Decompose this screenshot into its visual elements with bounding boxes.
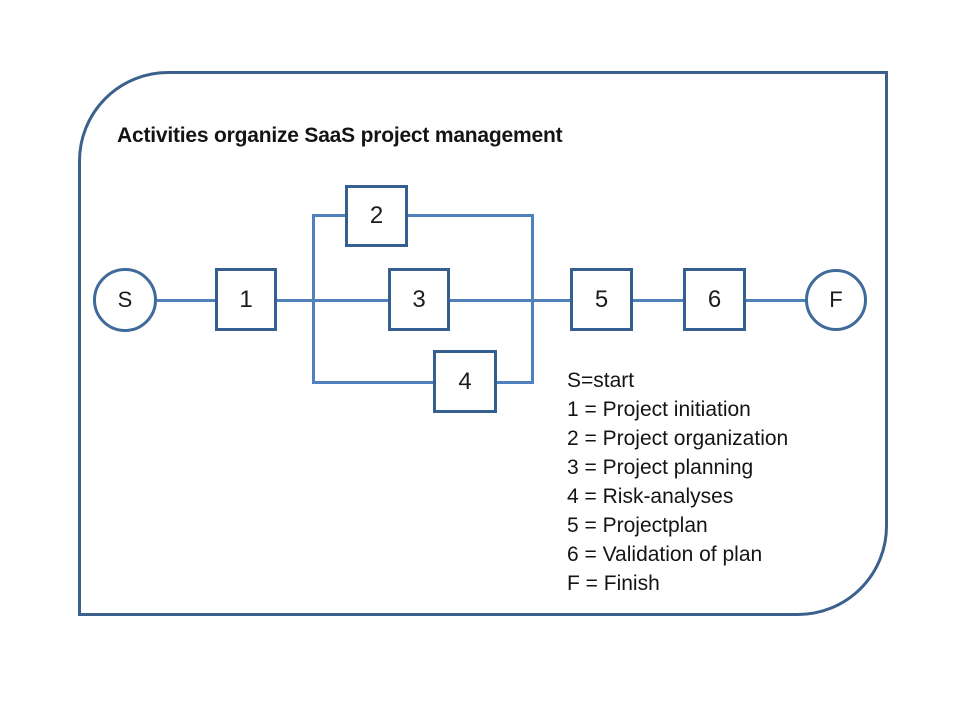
node-4: 4 <box>433 350 497 413</box>
node-finish-label: F <box>829 287 843 312</box>
legend-item-2: 2 = Project organization <box>567 427 789 450</box>
node-3: 3 <box>388 268 450 331</box>
node-6: 6 <box>683 268 746 331</box>
legend-item-1: 1 = Project initiation <box>567 398 751 421</box>
node-5: 5 <box>570 268 633 331</box>
node-4-label: 4 <box>458 367 472 395</box>
connector-branch-right-vertical <box>531 214 534 384</box>
rounded-frame <box>78 71 888 616</box>
node-2-label: 2 <box>369 202 384 229</box>
node-2: 2 <box>345 185 408 247</box>
legend-item-4: 4 = Risk-analyses <box>567 485 734 508</box>
node-1: 1 <box>215 268 277 331</box>
legend-item-finish: F = Finish <box>567 572 660 595</box>
legend-item-3: 3 = Project planning <box>567 456 754 479</box>
connector-upper-branch <box>312 214 534 217</box>
legend-item-start: S=start <box>567 369 635 392</box>
legend: S=start 1 = Project initiation 2 = Proje… <box>567 366 788 598</box>
node-start: S <box>93 268 157 332</box>
legend-item-6: 6 = Validation of plan <box>567 543 763 566</box>
diagram-title: Activities organize SaaS project managem… <box>117 124 563 147</box>
legend-item-5: 5 = Projectplan <box>567 514 708 537</box>
node-6-label: 6 <box>707 285 722 313</box>
node-1-label: 1 <box>239 285 253 313</box>
node-start-label: S <box>117 287 133 312</box>
connector-lower-branch <box>312 381 534 384</box>
node-finish: F <box>805 269 867 331</box>
connector-branch-left-vertical <box>312 214 315 384</box>
node-3-label: 3 <box>412 285 426 313</box>
connector-main-line <box>157 299 806 302</box>
node-5-label: 5 <box>594 285 609 313</box>
